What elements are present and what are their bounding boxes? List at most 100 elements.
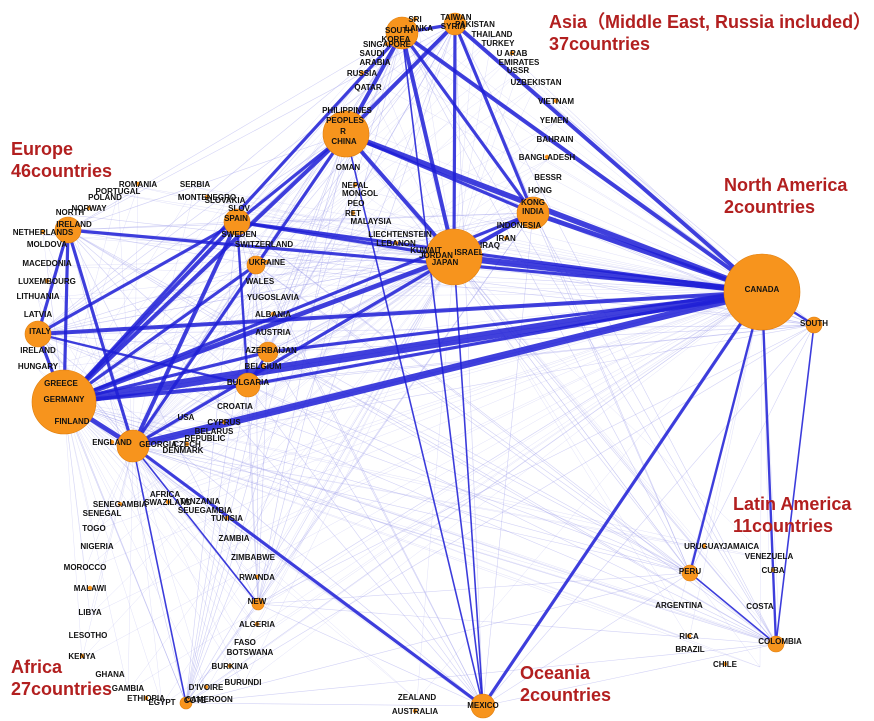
country-label: MALAWI [74,584,106,593]
country-label: NETHERLANDS [13,228,74,237]
faint-edge [453,256,761,668]
minor-node-dot [352,182,358,188]
country-label: YEMEN [540,116,569,125]
faint-edge [63,186,139,403]
edge-usa-england [129,288,766,450]
faint-edge [688,291,763,640]
minor-node-dot [264,259,270,265]
minor-node-dot [117,501,123,507]
faint-edge [93,256,455,532]
minor-node-dot [412,708,418,714]
minor-node-dot [759,286,765,292]
edge-usa-brazil [760,290,778,646]
edge-china-taiwan [344,22,457,136]
minor-node-dot [393,240,399,246]
minor-node-dot [224,515,230,521]
faint-edge [89,256,455,616]
country-label: LITHUANIA [16,292,59,301]
country-label: COLOMBIA [758,637,802,646]
country-label: AFRICA [150,490,180,499]
node-germany [31,369,97,435]
node-canada [805,316,823,334]
faint-edge [233,256,455,542]
country-label: MOROCCO [64,563,107,572]
country-label: ZIMBABWE [231,553,276,562]
node-china [322,110,370,158]
country-label: URUGUAY [684,542,724,551]
faint-edge [242,291,763,686]
minor-node-dot [143,695,149,701]
country-label: CYPRUS [207,418,241,427]
country-label: KUWAIT [410,246,442,255]
faint-edge [132,192,541,447]
country-label: HONG [528,186,552,195]
country-label: NIGERIA [80,542,114,551]
country-label: HUNGARY [18,362,59,371]
faint-edge [67,229,777,645]
faint-edge [236,221,815,326]
faint-edge [63,186,196,403]
minor-node-dot [227,663,233,669]
region-name: Latin America [733,494,852,514]
edge-china-spain [235,132,348,224]
faint-edge [132,23,456,447]
node-mexico [681,564,699,582]
edge-taiwan-india [453,22,535,215]
minor-node-dot [350,210,356,216]
country-label: RET [345,209,361,218]
country-label: BURUNDI [225,678,262,687]
faint-edge [63,401,777,645]
node-layer [24,12,823,719]
faint-edge [204,256,455,442]
minor-node-dot [359,70,365,76]
country-label: SENEGAMBIA [93,500,147,509]
faint-edge [63,159,548,403]
faint-edge [546,159,763,293]
edge-spain-italy [36,220,239,336]
country-label: CUBA [761,566,784,575]
country-label: GEORGIA [139,440,177,449]
country-label: SINGAPORE [363,40,412,49]
edge-canada-brazil [775,324,815,645]
country-label: YUGOSLAVIA [247,293,300,302]
faint-edge [132,445,163,706]
faint-edge [132,445,258,628]
faint-edge [185,702,484,707]
country-label: LANKA [405,24,433,33]
region-label-africa: Africa 27countries [11,656,112,700]
faint-edge [161,291,763,706]
faint-edge [132,324,815,447]
faint-edge [371,55,763,293]
minor-node-dot [221,419,227,425]
minor-node-dot [184,441,190,447]
faint-edge [194,186,763,293]
faint-edge [132,445,680,609]
region-count: 11countries [733,516,834,536]
country-label: GREECE [44,379,78,388]
country-label: MACEDONIA [22,259,72,268]
faint-edge [255,264,269,353]
edge-israel-australia [453,256,484,707]
faint-edge [267,351,691,574]
faint-edge [46,265,763,293]
country-label: RUSSIA [347,69,377,78]
country-label: LUXEMBOURG [18,277,76,286]
minor-node-dot [701,543,707,549]
faint-edge [267,23,456,353]
minor-node-dot [450,23,456,29]
country-label: CHILE [713,660,738,669]
faint-edge [242,256,455,686]
faint-edge [119,256,455,508]
faint-edge [127,291,763,692]
edge-england-algeria [132,445,259,605]
country-label: BOTSWANA [227,648,274,657]
faint-edge [119,291,763,508]
faint-edge [69,214,455,258]
country-label: TUNISIA [211,514,243,523]
country-label: USA [178,413,195,422]
faint-edge [132,41,397,447]
edge-layer [36,22,816,708]
faint-edge [361,75,763,293]
country-label: CHINA [331,137,357,146]
country-label: ZEALAND [398,693,436,702]
